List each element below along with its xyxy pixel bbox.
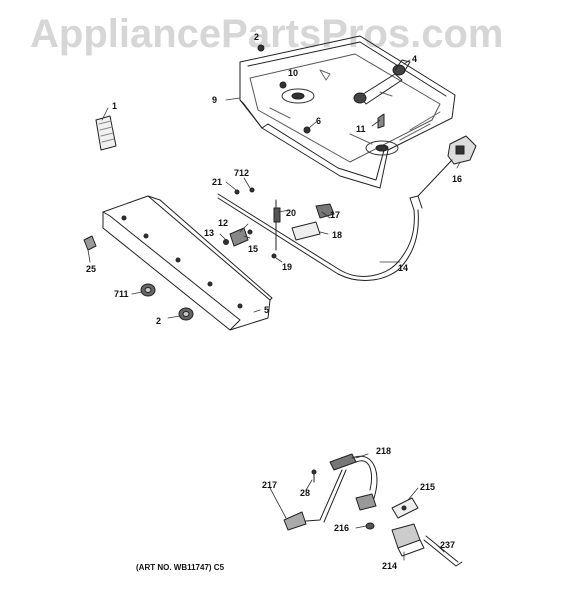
manifold-pipe: [217, 159, 453, 281]
gas-valve: [223, 227, 253, 247]
callout-215: 215: [420, 482, 436, 492]
callout-4: 4: [412, 54, 418, 64]
ignitor-bracket: [365, 497, 463, 567]
callout-12: 12: [218, 218, 229, 228]
callout-16: 16: [452, 174, 463, 184]
callout-25: 25: [86, 264, 97, 274]
callout-2-knob: 2: [156, 316, 162, 326]
callout-21: 21: [212, 177, 223, 187]
callout-218: 218: [376, 446, 392, 456]
literature-booklet: [95, 115, 117, 151]
callout-711: 711: [114, 289, 129, 299]
manifold-panel: [102, 195, 273, 331]
valve-clip: [83, 235, 97, 251]
watermark: AppliancePartsPros.com: [30, 12, 504, 56]
leader-lines-upper: [87, 59, 461, 319]
callout-18: 18: [332, 230, 343, 240]
callout-217: 217: [262, 480, 278, 490]
callout-6: 6: [316, 116, 322, 126]
ignitor-assembly: [283, 453, 378, 531]
callout-14: 14: [398, 263, 409, 273]
ignition-switch: [447, 135, 477, 165]
leader-lines-lower: [269, 453, 445, 561]
callout-712: 712: [234, 168, 250, 178]
callout-214: 214: [382, 561, 398, 571]
spark-module: [291, 203, 335, 241]
burner-box-pan: [239, 35, 456, 189]
callout-237: 237: [440, 540, 456, 550]
callout-28: 28: [300, 488, 311, 498]
art-number: (ART NO. WB11747) C5: [136, 563, 225, 572]
callout-20: 20: [286, 208, 297, 218]
callout-216: 216: [334, 523, 350, 533]
callout-17: 17: [330, 210, 341, 220]
callout-13: 13: [204, 228, 215, 238]
callout-5: 5: [264, 305, 270, 315]
small-screws: [234, 187, 277, 259]
callout-1: 1: [112, 101, 118, 111]
callout-10: 10: [288, 68, 299, 78]
callout-11: 11: [356, 124, 366, 134]
callout-19: 19: [282, 262, 293, 272]
burner-assembly: [353, 59, 411, 105]
knobs: [140, 283, 194, 321]
screws: [257, 44, 385, 134]
callout-9: 9: [212, 95, 218, 105]
callout-2-top: 2: [254, 32, 260, 42]
callout-15: 15: [248, 244, 259, 254]
